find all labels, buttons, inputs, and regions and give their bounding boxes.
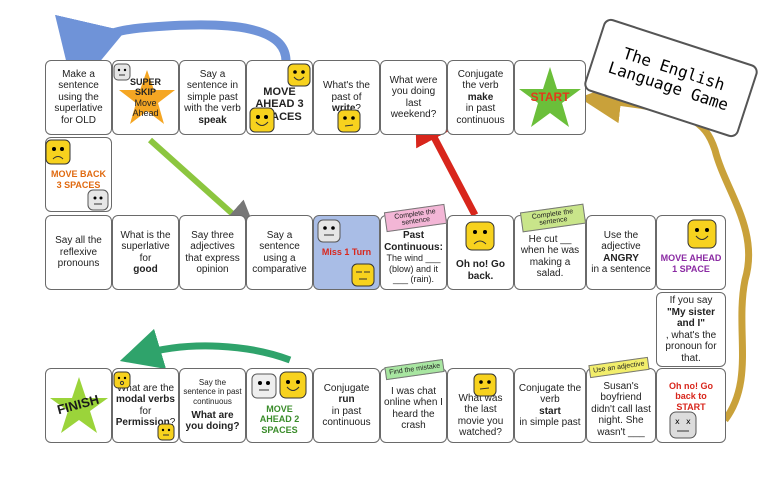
finish-star-icon	[50, 377, 108, 433]
super-skip-star-icon	[119, 70, 175, 124]
green-move-ahead-arrow	[119, 328, 292, 370]
blue-skip-arrow	[55, 14, 291, 94]
square-last-weekend: What were you doing last weekend?	[380, 60, 447, 135]
square-superlative-old: Make a sentence using the superlative fo…	[45, 60, 112, 135]
square-finish: FINISH	[45, 368, 112, 443]
square-miss-turn: Miss 1 Turn	[313, 215, 380, 290]
square-last-movie: What was the last movie you watched?	[447, 368, 514, 443]
start-star-icon	[519, 67, 581, 127]
square-past-continuous: Complete the sentence Past Continuous: T…	[380, 203, 448, 290]
square-what-are-you-doing: Say the sentence in past continuous What…	[179, 368, 246, 443]
square-move-ahead-2: MOVE AHEAD 2 SPACES	[246, 368, 313, 443]
square-move-ahead-3: MOVE AHEAD 3 SPACES	[246, 60, 313, 135]
square-back-to-start: Oh no! Go back to START	[656, 368, 726, 443]
square-oh-no-go-back: Oh no! Go back.	[447, 215, 514, 290]
square-speak: Say a sentence in simple past with the v…	[179, 60, 246, 135]
square-move-back-3: MOVE BACK 3 SPACES	[45, 137, 112, 212]
lime-move-back-arrow	[147, 137, 259, 238]
square-modal-verbs: What are the modal verbs for Permission?	[112, 368, 179, 443]
square-cut-salad: Complete the sentence He cut __ when he …	[514, 203, 587, 290]
square-start: START	[514, 60, 586, 135]
square-comparative: Say a sentence using a comparative	[246, 215, 313, 290]
square-reflexive: Say all the reflexive pronouns	[45, 215, 112, 290]
square-move-ahead-1: MOVE AHEAD 1 SPACE	[656, 215, 726, 290]
square-my-sister-and-i: If you say"My sister and I", what's the …	[656, 292, 726, 367]
square-super-skip: SUPER SKIP Move Ahead	[112, 60, 179, 135]
square-find-mistake: Find the mistake I was chat online when …	[380, 358, 447, 443]
red-go-back-arrow	[415, 101, 479, 217]
square-three-adjectives: Say three adjectives that express opinio…	[179, 215, 246, 290]
square-susans-boyfriend: Use an adjective Susan's boyfriend didn'…	[586, 356, 656, 443]
